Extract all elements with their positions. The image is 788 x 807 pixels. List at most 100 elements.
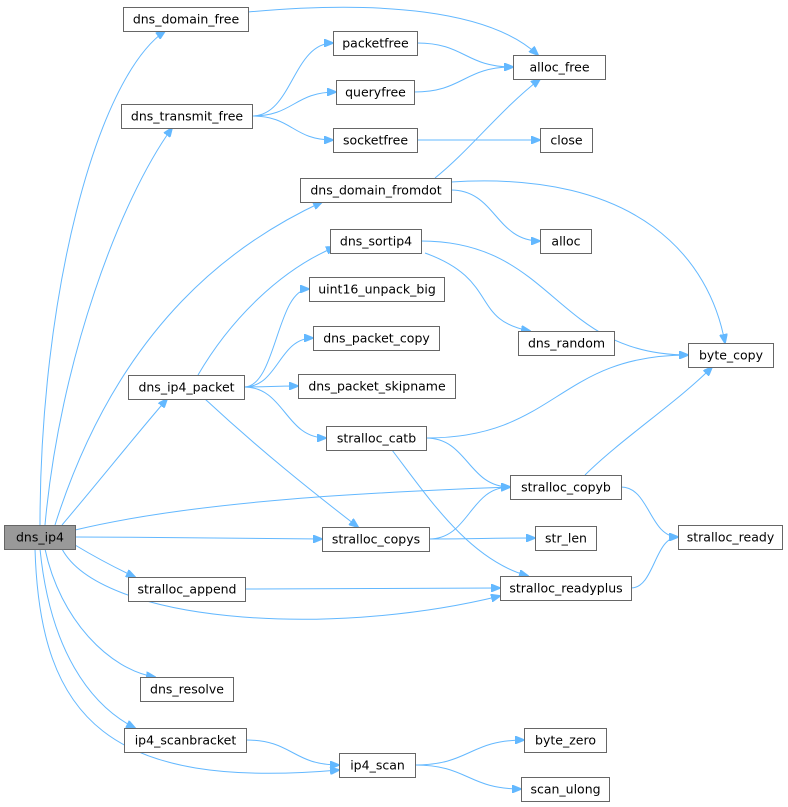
node-stralloc_append[interactable]: stralloc_append (128, 577, 246, 602)
node-box[interactable] (535, 526, 597, 551)
node-box[interactable] (326, 426, 427, 451)
node-scan_ulong[interactable]: scan_ulong (521, 777, 610, 802)
node-dns_resolve[interactable]: dns_resolve (140, 677, 234, 702)
node-box[interactable] (124, 728, 247, 753)
edge-dns_ip4-to-dns_transmit_free (44, 128, 172, 526)
edge-dns_ip4_packet-to-dns_sortip4 (197, 247, 335, 376)
node-box[interactable] (333, 128, 418, 153)
edge-stralloc_copyb-to-stralloc_ready (620, 486, 678, 537)
node-label: stralloc_readyplus (509, 581, 622, 596)
node-box[interactable] (330, 229, 422, 254)
node-label: stralloc_catb (337, 431, 416, 446)
node-label: dns_packet_skipname (308, 379, 446, 394)
node-ip4_scanbracket[interactable]: ip4_scanbracket (124, 728, 247, 753)
node-label: dns_domain_free (133, 12, 240, 27)
edge-queryfree-to-alloc_free (413, 67, 513, 93)
node-dns_domain_free[interactable]: dns_domain_free (123, 7, 249, 32)
edge-ip4_scanbracket-to-ip4_scan (245, 739, 339, 765)
node-dns_ip4[interactable]: dns_ip4 (4, 525, 76, 550)
node-dns_domain_fromdot[interactable]: dns_domain_fromdot (300, 178, 452, 203)
edge-dns_domain_fromdot-to-alloc (450, 189, 540, 241)
node-stralloc_copyb[interactable]: stralloc_copyb (510, 475, 622, 500)
node-alloc[interactable]: alloc (540, 229, 592, 254)
node-box[interactable] (300, 178, 452, 203)
node-box[interactable] (322, 527, 430, 552)
edge-dns_ip4_packet-to-uint16_unpack_big (243, 289, 309, 388)
node-box[interactable] (121, 104, 253, 129)
edge-stralloc_readyplus-to-stralloc_ready (630, 537, 678, 589)
edge-stralloc_catb-to-stralloc_copyb (425, 437, 510, 487)
edge-stralloc_copys-to-str_len (428, 538, 535, 539)
node-label: ip4_scan (350, 758, 405, 773)
node-box[interactable] (128, 375, 245, 400)
edge-ip4_scan-to-byte_zero (414, 740, 524, 766)
node-dns_random[interactable]: dns_random (518, 331, 615, 356)
edge-stralloc_catb-to-stralloc_readyplus (391, 449, 528, 576)
node-box[interactable] (678, 525, 783, 550)
node-dns_transmit_free[interactable]: dns_transmit_free (121, 104, 253, 129)
node-byte_zero[interactable]: byte_zero (524, 728, 607, 753)
node-uint16_unpack_big[interactable]: uint16_unpack_big (309, 277, 445, 302)
node-box[interactable] (521, 777, 610, 802)
node-box[interactable] (333, 31, 418, 56)
node-label: dns_ip4_packet (138, 380, 234, 395)
edge-dns_transmit_free-to-queryfree (251, 92, 336, 117)
node-stralloc_copys[interactable]: stralloc_copys (322, 527, 430, 552)
edge-ip4_scan-to-scan_ulong (414, 764, 521, 789)
node-stralloc_catb[interactable]: stralloc_catb (326, 426, 427, 451)
edge-dns_ip4-to-stralloc_copys (74, 537, 322, 539)
node-box[interactable] (313, 326, 440, 351)
node-box[interactable] (336, 80, 415, 105)
node-box[interactable] (518, 331, 615, 356)
node-box[interactable] (510, 475, 622, 500)
node-stralloc_ready[interactable]: stralloc_ready (678, 525, 783, 550)
node-close[interactable]: close (540, 128, 593, 153)
node-box[interactable] (524, 728, 607, 753)
node-label: dns_resolve (150, 682, 224, 697)
node-box[interactable] (688, 343, 774, 368)
nodes-layer: dns_ip4 dns_domain_free dns_transmit_free p… (4, 7, 783, 802)
node-packetfree[interactable]: packetfree (333, 31, 418, 56)
node-alloc_free[interactable]: alloc_free (513, 55, 606, 80)
edge-dns_ip4_packet-to-stralloc_catb (243, 386, 326, 438)
node-label: byte_copy (699, 348, 764, 363)
node-label: socketfree (343, 133, 408, 148)
node-label: packetfree (342, 36, 409, 51)
node-box[interactable] (298, 374, 456, 399)
node-box[interactable] (123, 7, 249, 32)
node-str_len[interactable]: str_len (535, 526, 597, 551)
edge-dns_ip4-to-dns_domain_fromdot (54, 202, 322, 526)
node-box[interactable] (4, 525, 76, 550)
edge-stralloc_catb-to-byte_copy (425, 355, 688, 439)
edge-dns_transmit_free-to-packetfree (251, 43, 333, 117)
edge-dns_ip4-to-ip4_scanbracket (39, 548, 135, 728)
node-label: dns_ip4 (16, 530, 64, 545)
node-label: stralloc_append (137, 582, 236, 597)
edge-dns_domain_free-to-alloc_free (247, 6, 538, 55)
node-byte_copy[interactable]: byte_copy (688, 343, 774, 368)
node-dns_ip4_packet[interactable]: dns_ip4_packet (128, 375, 245, 400)
node-socketfree[interactable]: socketfree (333, 128, 418, 153)
node-box[interactable] (128, 577, 246, 602)
edge-stralloc_copys-to-stralloc_copyb (428, 487, 510, 540)
node-queryfree[interactable]: queryfree (336, 80, 415, 105)
node-box[interactable] (140, 677, 234, 702)
node-box[interactable] (500, 576, 632, 601)
node-label: str_len (545, 531, 587, 546)
node-box[interactable] (513, 55, 606, 80)
node-box[interactable] (339, 753, 416, 778)
edge-dns_domain_fromdot-to-byte_copy (450, 180, 725, 343)
node-box[interactable] (309, 277, 445, 302)
node-stralloc_readyplus[interactable]: stralloc_readyplus (500, 576, 632, 601)
node-label: dns_packet_copy (323, 331, 430, 346)
node-dns_packet_copy[interactable]: dns_packet_copy (313, 326, 440, 351)
edge-dns_ip4_packet-to-dns_packet_copy (243, 338, 313, 388)
node-ip4_scan[interactable]: ip4_scan (339, 753, 416, 778)
node-dns_sortip4[interactable]: dns_sortip4 (330, 229, 422, 254)
node-box[interactable] (540, 128, 593, 153)
node-dns_packet_skipname[interactable]: dns_packet_skipname (298, 374, 456, 399)
node-label: dns_transmit_free (131, 109, 244, 124)
node-label: scan_ulong (530, 782, 600, 797)
node-box[interactable] (540, 229, 592, 254)
